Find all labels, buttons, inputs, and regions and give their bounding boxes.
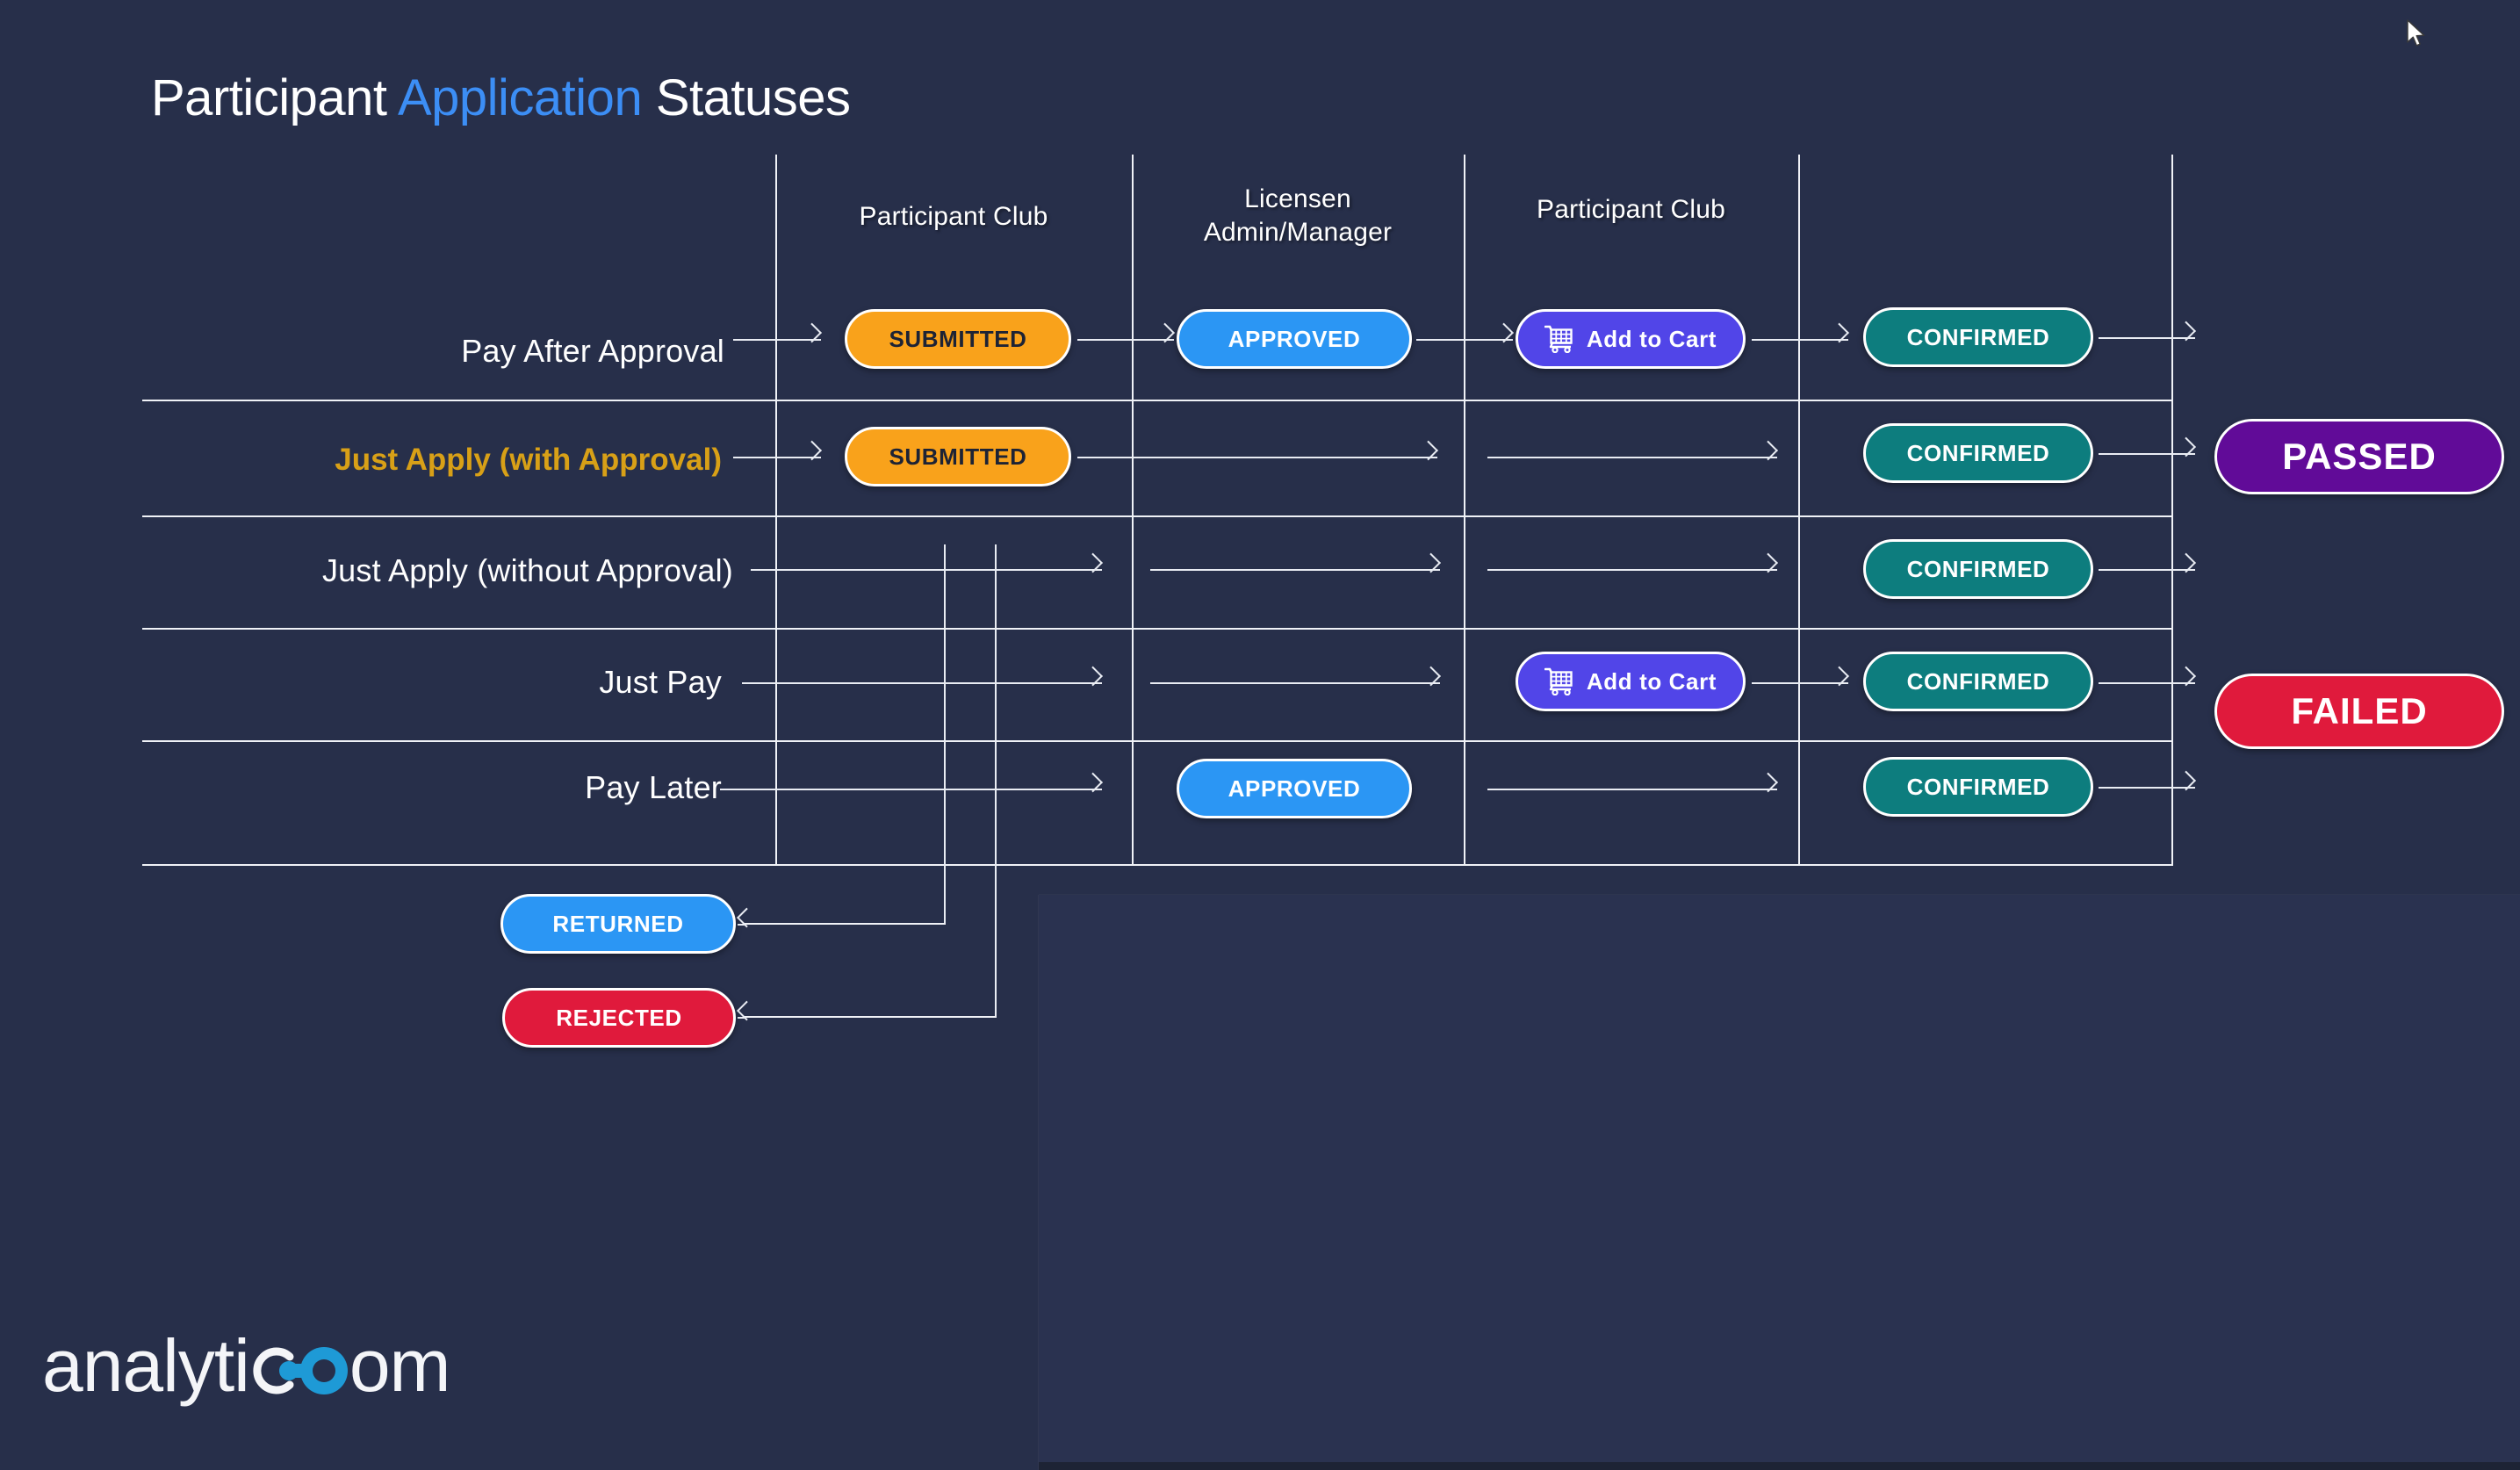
status-pill-add-to-cart-row4[interactable]: Add to Cart: [1516, 652, 1746, 711]
row-label-just-apply-without-approval: Just Apply (without Approval): [321, 552, 733, 588]
arrow-row5-c4-to-outcome: [2099, 787, 2195, 789]
arrow-row3-c4-to-outcome: [2099, 569, 2195, 571]
status-pill-confirmed-row3[interactable]: CONFIRMED: [1863, 539, 2093, 599]
column-header-participant-club-2: Participant Club: [1537, 195, 1725, 224]
status-pill-approved-row5[interactable]: APPROVED: [1177, 759, 1412, 818]
row-label-just-pay: Just Pay: [599, 664, 722, 700]
arrow-row4-c1-to-c2: [1150, 682, 1440, 684]
column-header-licensen-line2: Admin/Manager: [1203, 218, 1393, 247]
arrow-row2-c4-to-outcome: [2099, 453, 2195, 455]
status-pill-add-to-cart-row1-label: Add to Cart: [1586, 325, 1717, 352]
page-title-part1: Participant: [151, 69, 398, 126]
status-pill-submitted-row1[interactable]: SUBMITTED: [845, 309, 1071, 369]
status-pill-add-to-cart-row4-label: Add to Cart: [1586, 667, 1717, 695]
arrow-row1-c4-to-outcome: [2099, 337, 2195, 339]
arrow-row2-c1-to-c2: [1077, 457, 1437, 458]
status-pill-confirmed-row5[interactable]: CONFIRMED: [1863, 757, 2093, 817]
arrow-row5-c2-to-c3: [1487, 789, 1777, 790]
row-label-pay-later: Pay Later: [585, 769, 722, 805]
status-pill-approved-row1[interactable]: APPROVED: [1177, 309, 1412, 369]
column-header-licensen-line1: Licensen: [1244, 184, 1351, 213]
logo-mark-icon: [249, 1328, 353, 1403]
mouse-cursor: [2406, 19, 2427, 49]
analyticom-logo: analyti om: [42, 1324, 451, 1407]
outcome-pill-failed[interactable]: FAILED: [2214, 674, 2504, 749]
arrow-row1-c1-to-c2: [1077, 339, 1174, 341]
arrow-into-rejected: [738, 1017, 746, 1019]
arrow-row3-label-to-c1: [751, 569, 1102, 571]
arrow-row2-c2-to-c3: [1487, 457, 1777, 458]
connector-returned-horizontal: [743, 923, 946, 925]
logo-text-start: analyti: [42, 1324, 250, 1407]
column-header-participant-club-1: Participant Club: [859, 202, 1048, 231]
grid-hline-4: [142, 740, 2173, 742]
status-pill-submitted-row2[interactable]: SUBMITTED: [845, 427, 1071, 486]
arrow-row3-c2-to-c3: [1487, 569, 1777, 571]
status-pill-confirmed-row4[interactable]: CONFIRMED: [1863, 652, 2093, 711]
grid-hline-3: [142, 628, 2173, 630]
arrow-row5-label-to-c1: [720, 789, 1102, 790]
arrow-row2-label-to-c1: [733, 457, 821, 458]
grid-vline-2: [1132, 155, 1134, 866]
status-pill-add-to-cart-row1[interactable]: Add to Cart: [1516, 309, 1746, 369]
connector-rejected-vertical: [995, 544, 997, 1017]
grid-vline-5: [2171, 155, 2173, 866]
arrow-into-returned: [738, 924, 746, 926]
arrow-row4-label-to-c1: [742, 682, 1102, 684]
page-title: Participant Application Statuses: [151, 68, 851, 127]
status-pill-confirmed-row1[interactable]: CONFIRMED: [1863, 307, 2093, 367]
arrow-row1-c2-to-c3: [1416, 339, 1513, 341]
arrow-row4-c3-to-c4: [1752, 682, 1848, 684]
shopping-cart-icon: [1544, 667, 1574, 695]
connector-rejected-horizontal: [743, 1016, 997, 1018]
row-label-pay-after-approval: Pay After Approval: [461, 333, 724, 369]
grid-vline-1: [775, 155, 777, 866]
grid-hline-5: [142, 864, 2173, 866]
arrow-row3-c1-to-c2: [1150, 569, 1440, 571]
connector-returned-vertical: [944, 544, 946, 924]
grid-vline-4: [1798, 155, 1800, 866]
column-header-licensen-admin: Licensen Admin/Manager: [1132, 183, 1464, 249]
outcome-pill-passed[interactable]: PASSED: [2214, 419, 2504, 494]
status-pill-confirmed-row2[interactable]: CONFIRMED: [1863, 423, 2093, 483]
grid-hline-2: [142, 515, 2173, 517]
slide-bottom-strip: [1039, 1462, 2520, 1470]
arrow-row1-c3-to-c4: [1752, 339, 1848, 341]
arrow-row1-label-to-c1: [733, 339, 821, 341]
page-title-accent: Application: [397, 69, 643, 126]
slide-content-panel: [1039, 895, 2520, 1470]
grid-vline-3: [1464, 155, 1465, 866]
grid-hline-1: [142, 400, 2173, 401]
status-pill-rejected[interactable]: REJECTED: [502, 988, 736, 1048]
arrow-row4-c4-to-outcome: [2099, 682, 2195, 684]
status-pill-returned[interactable]: RETURNED: [500, 894, 736, 954]
logo-text-end: om: [349, 1324, 451, 1407]
shopping-cart-icon: [1544, 325, 1574, 353]
page-title-part2: Statuses: [642, 69, 851, 126]
row-label-just-apply-with-approval: Just Apply (with Approval): [335, 443, 722, 477]
